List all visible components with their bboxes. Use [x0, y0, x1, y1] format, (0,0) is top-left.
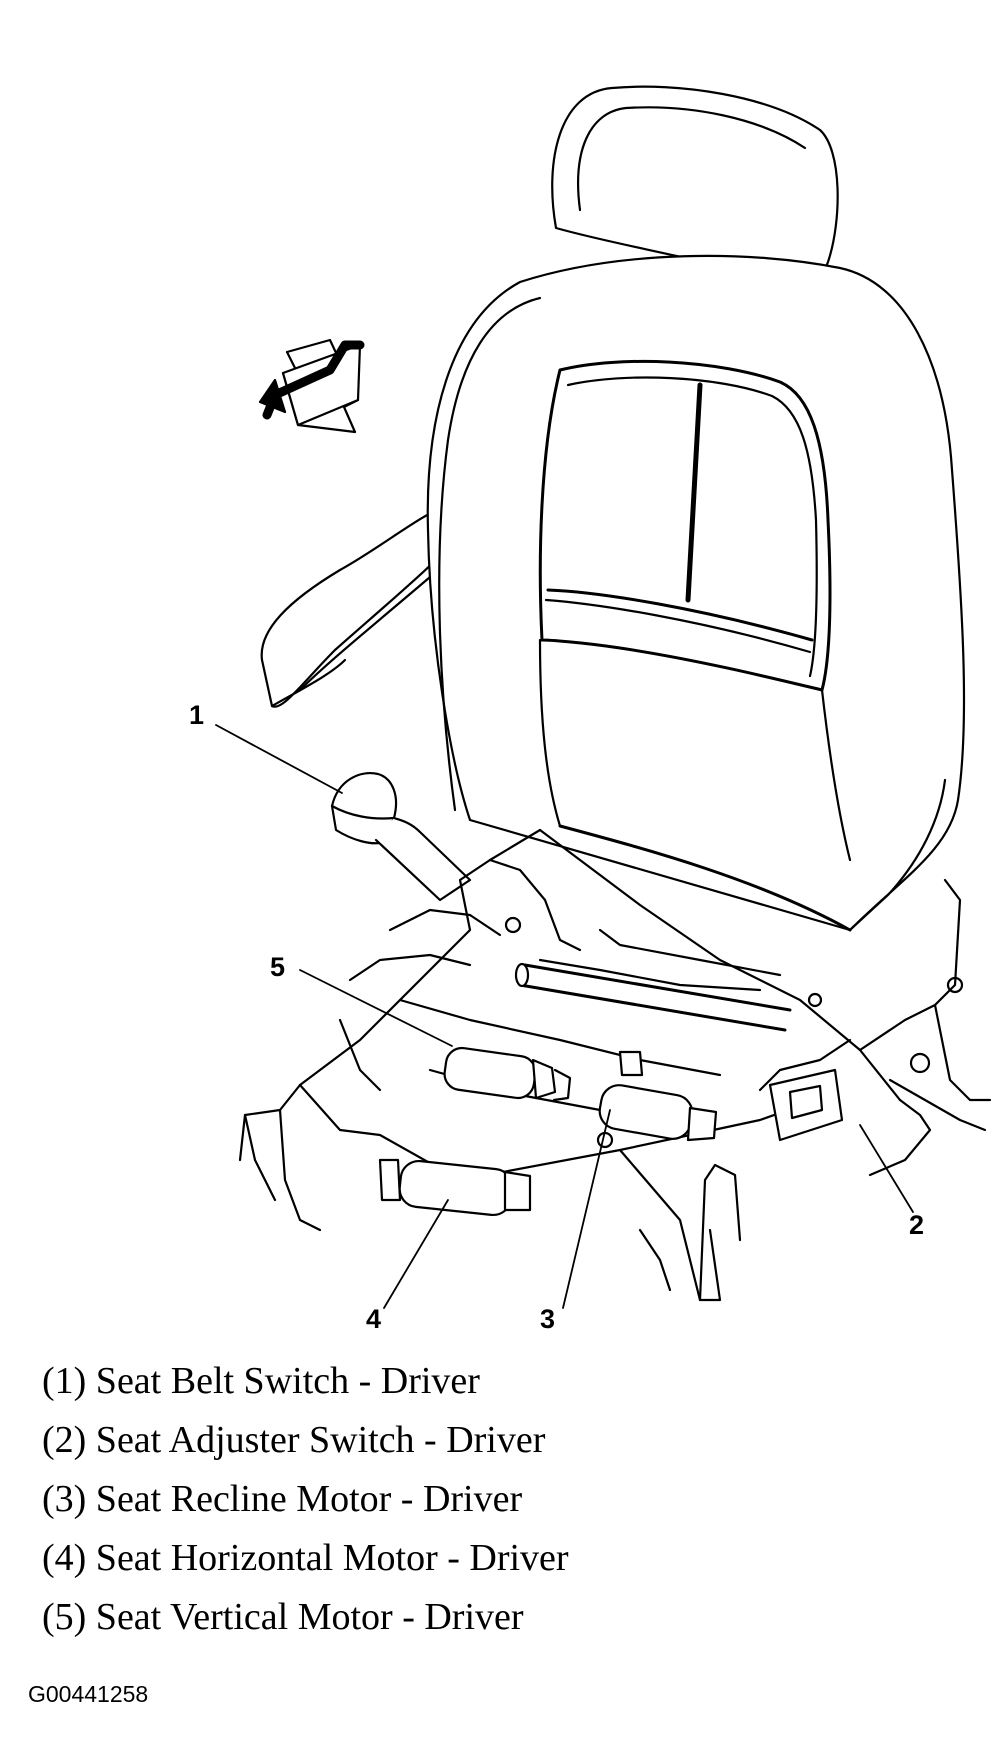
callout-3: 3: [540, 1304, 556, 1334]
seat-belt-switch: [330, 772, 472, 902]
headrest: [551, 85, 839, 285]
forward-direction-arrow-icon: [258, 338, 365, 434]
figure-code: G00441258: [28, 1681, 149, 1707]
seat-recline-motor: [598, 1050, 718, 1142]
legend-item: (1) Seat Belt Switch - Driver: [42, 1360, 480, 1402]
legend-item: (3) Seat Recline Motor - Driver: [42, 1478, 523, 1520]
seat-adjuster-switch: [768, 1068, 844, 1142]
seat-illustration: [215, 85, 992, 1309]
seat-track-frame: [238, 828, 992, 1302]
seat-cross-tube: [514, 962, 792, 1032]
seat-back: [426, 254, 966, 932]
seat-vertical-motor: [443, 1046, 572, 1102]
callout-5: 5: [270, 952, 286, 982]
legend-item: (4) Seat Horizontal Motor - Driver: [42, 1537, 569, 1579]
callout-4: 4: [366, 1304, 382, 1334]
component-legend: (1) Seat Belt Switch - Driver (2) Seat A…: [42, 1352, 569, 1647]
callout-1: 1: [189, 700, 205, 730]
seat-horizontal-motor: [378, 1158, 532, 1217]
callout-2: 2: [909, 1210, 925, 1240]
legend-item: (2) Seat Adjuster Switch - Driver: [42, 1419, 546, 1461]
legend-item: (5) Seat Vertical Motor - Driver: [42, 1596, 524, 1638]
seat-side-bolster: [260, 503, 472, 708]
callout-leader-lines: [215, 724, 914, 1309]
